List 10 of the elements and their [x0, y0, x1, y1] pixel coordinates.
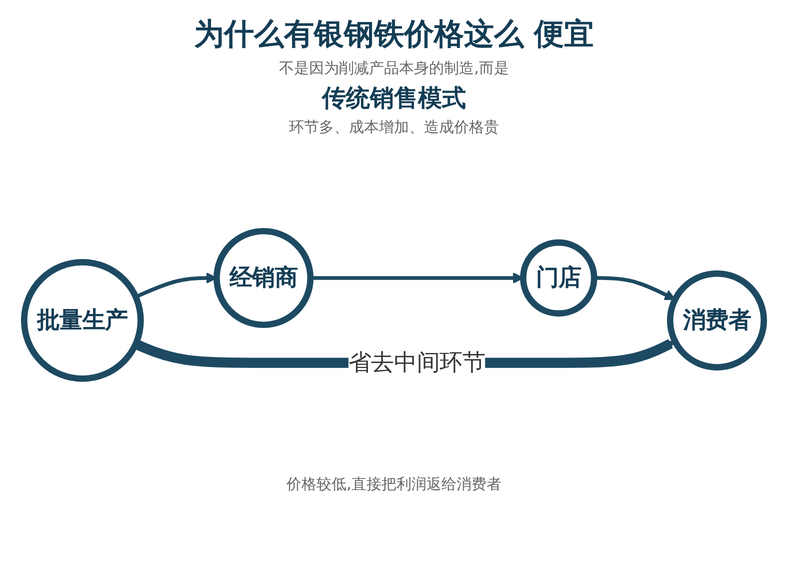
node-circle: 门店 [520, 240, 598, 318]
heading: 传统销售模式 [320, 83, 467, 114]
note: 环节多、成本增加、造成价格贵 [288, 118, 500, 137]
subtitle: 不是因为削减产品本身的制造,而是 [278, 59, 510, 78]
edge-label: 省去中间环节 [348, 350, 486, 377]
title: 为什么有银钢铁价格这么 便宜 [192, 16, 596, 54]
node-circle: 消费者 [666, 270, 768, 371]
arrow [594, 276, 676, 300]
note: 价格较低,直接把利润返给消费者 [286, 475, 502, 494]
node-circle: 经销商 [214, 228, 314, 328]
